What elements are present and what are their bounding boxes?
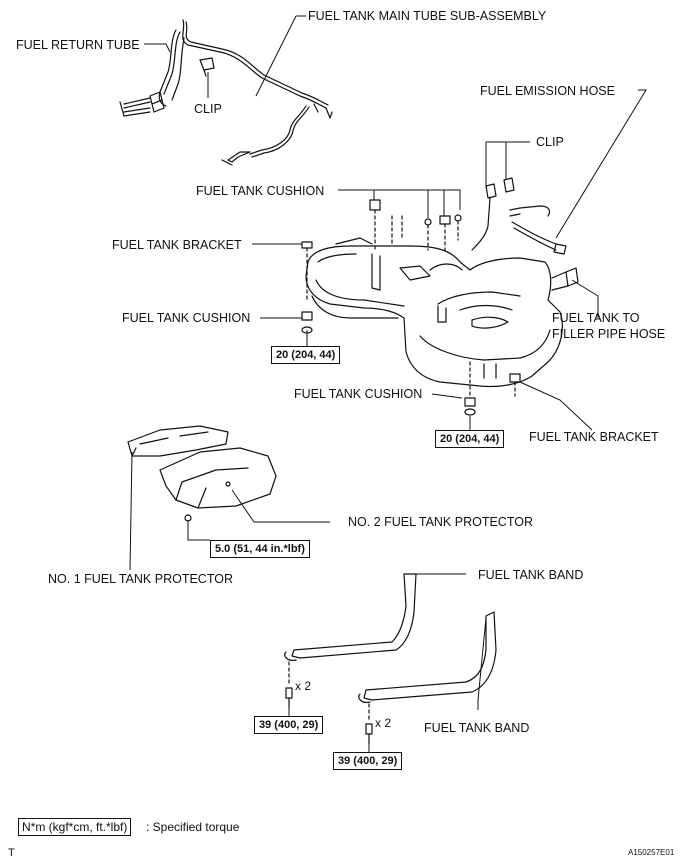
multiplier-band-left: x 2: [295, 679, 312, 693]
label-bracket-left: FUEL TANK BRACKET: [112, 238, 242, 252]
legend-torque-text: : Specified torque: [146, 820, 240, 834]
label-bracket-right: FUEL TANK BRACKET: [529, 430, 659, 444]
label-main-tube-sub-assembly: FUEL TANK MAIN TUBE SUB-ASSEMBLY: [308, 9, 547, 23]
label-filler-pipe-hose-line1: FUEL TANK TO: [552, 311, 640, 325]
label-protector-no1: NO. 1 FUEL TANK PROTECTOR: [48, 572, 233, 586]
label-fuel-emission-hose: FUEL EMISSION HOSE: [480, 84, 615, 98]
protector-no1-drawing: [127, 425, 229, 457]
clip-top-drawing: [199, 57, 215, 77]
multiplier-band-right: x 2: [375, 716, 392, 730]
footer-mark: T: [8, 847, 15, 859]
fuel-return-tube-drawing: [119, 29, 185, 117]
figure-id: A150257E01: [628, 848, 675, 857]
label-fuel-return-tube: FUEL RETURN TUBE: [16, 38, 140, 52]
top-cushions-drawing: [369, 199, 462, 251]
torque-bracket-left: 20 (204, 44): [271, 346, 341, 364]
fuel-tank-band-bottom-drawing: [358, 611, 497, 703]
legend-torque-box: N*m (kgf*cm, ft.*lbf): [18, 818, 132, 836]
label-filler-pipe-hose-line2: FILLER PIPE HOSE: [552, 327, 666, 341]
label-cushion-top: FUEL TANK CUSHION: [196, 184, 325, 198]
label-cushion-bottom: FUEL TANK CUSHION: [294, 387, 423, 401]
fuel-tank-band-top-drawing: [284, 573, 417, 661]
leader-lines: [129, 15, 647, 752]
torque-band-right: 39 (400, 29): [333, 752, 403, 770]
right-bracket-cushion-drawing: [464, 361, 521, 416]
label-protector-no2: NO. 2 FUEL TANK PROTECTOR: [348, 515, 533, 529]
left-bracket-cushion-drawing: [301, 241, 313, 334]
torque-bracket-right: 20 (204, 44): [435, 430, 505, 448]
protector-no2-drawing: [159, 447, 277, 522]
band-bolts-drawing: [285, 661, 373, 745]
fuel-tank-drawing: [305, 237, 563, 388]
torque-band-left: 39 (400, 29): [254, 716, 324, 734]
label-clip-right: CLIP: [536, 135, 564, 149]
emission-hose-drawing: [471, 177, 579, 291]
torque-protector: 5.0 (51, 44 in.*lbf): [210, 540, 310, 558]
label-cushion-left: FUEL TANK CUSHION: [122, 311, 251, 325]
fuel-main-tube-drawing: [182, 19, 333, 166]
label-clip-top: CLIP: [194, 102, 222, 116]
label-band-bottom: FUEL TANK BAND: [424, 721, 530, 735]
label-band-top: FUEL TANK BAND: [478, 568, 584, 582]
